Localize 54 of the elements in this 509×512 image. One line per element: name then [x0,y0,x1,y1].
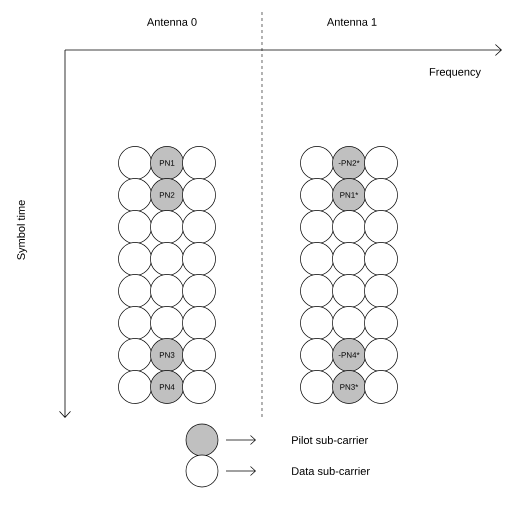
data-subcarrier [364,210,398,244]
data-subcarrier [182,274,216,308]
pilot-subcarrier: -PN4* [332,338,366,372]
data-subcarrier [364,242,398,276]
data-subcarrier [332,274,366,308]
data-subcarrier [118,306,152,340]
antenna-label: Antenna 1 [326,18,377,26]
data-subcarrier [364,370,398,404]
legend-text: Pilot sub-carrier [292,436,368,444]
data-subcarrier [182,306,216,340]
pilot-subcarrier: PN1 [150,146,184,180]
data-subcarrier [300,146,334,180]
axis-label: Symbol time [16,200,28,260]
data-subcarrier [364,306,398,340]
data-subcarrier [118,146,152,180]
data-subcarrier [300,242,334,276]
data-subcarrier [182,338,216,372]
data-subcarrier [364,338,398,372]
data-subcarrier [182,210,216,244]
data-subcarrier [182,178,216,212]
data-subcarrier [300,370,334,404]
data-subcarrier [118,178,152,212]
data-subcarrier [150,210,184,244]
pilot-subcarrier: PN1* [332,178,366,212]
legend-text: Data sub-carrier [292,466,370,476]
data-subcarrier [150,306,184,340]
data-subcarrier [364,274,398,308]
axis-label: Frequency [430,68,481,78]
data-subcarrier [300,210,334,244]
data-subcarrier [118,338,152,372]
data-subcarrier [182,370,216,404]
data-subcarrier [332,210,366,244]
data-subcarrier [364,146,398,180]
data-subcarrier [118,210,152,244]
pilot-subcarrier: PN4 [150,370,184,404]
antenna-label: Antenna 0 [146,18,197,26]
pilot-subcarrier: PN3 [150,338,184,372]
data-subcarrier [332,306,366,340]
data-subcarrier [118,274,152,308]
data-subcarrier [300,306,334,340]
data-subcarrier [150,274,184,308]
pilot-subcarrier: PN2 [150,178,184,212]
data-subcarrier [300,178,334,212]
pilot-subcarrier: -PN2* [332,146,366,180]
data-subcarrier [182,242,216,276]
data-subcarrier [300,338,334,372]
data-subcarrier [332,242,366,276]
data-subcarrier [118,242,152,276]
data-subcarrier [118,370,152,404]
pilot-subcarrier: PN3* [332,370,366,404]
data-subcarrier [364,178,398,212]
data-subcarrier [182,146,216,180]
data-subcarrier [300,274,334,308]
data-subcarrier [150,242,184,276]
